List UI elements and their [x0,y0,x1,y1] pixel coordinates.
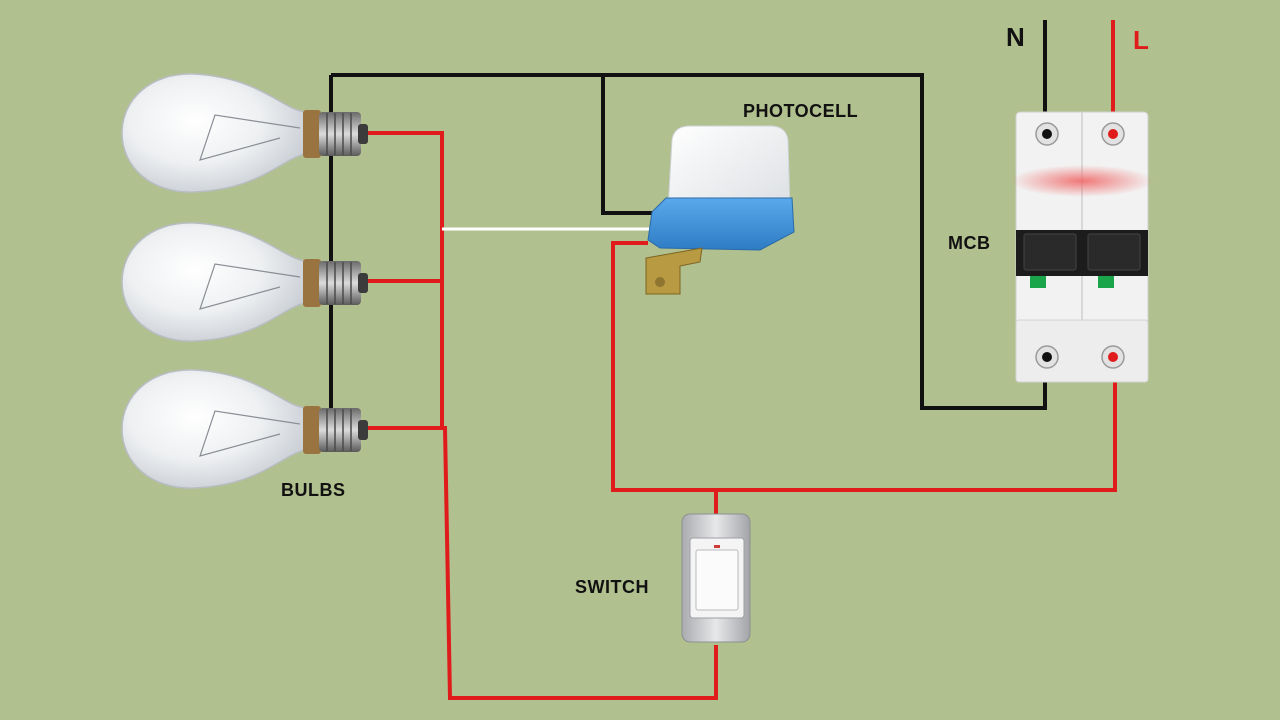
mcb-toggle-left [1023,233,1077,271]
bulb-filament [199,114,301,161]
photocell-sensor [645,125,795,295]
switch-indicator [714,545,720,548]
bulb-thread-lines [326,262,352,304]
bulb-2 [121,222,368,342]
photocell-neutral-wire [601,75,655,215]
bulb-tip [358,124,368,144]
neutral-out-dot [1042,352,1052,362]
photocell-label: PHOTOCELL [743,101,859,121]
wall-switch [681,513,751,643]
bulb-collar [303,110,321,158]
mcb-lower-panel [1015,319,1149,383]
photocell-bracket [645,247,703,295]
bulb-filament [199,263,301,310]
switch-label: SWITCH [575,577,649,597]
mcb-red-band [1010,165,1154,197]
photocell-cap [667,125,791,211]
mcb-label: MCB [948,233,991,253]
bulb-thread [319,261,361,305]
bulb-tip [358,420,368,440]
bulb-1 [121,73,368,193]
bulb-glass [121,369,306,489]
neutral-bus-wire [331,73,1047,410]
photocell-base [647,197,795,251]
mcb-indicator-left [1030,276,1046,288]
live-label: L [1133,25,1150,55]
mcb-indicator-right [1098,276,1114,288]
neutral-label: N [1006,22,1026,52]
bulb-live-bus-wire [365,131,718,700]
bulb-3 [121,369,368,489]
bulb-thread [319,112,361,156]
bulb-thread-lines [326,409,352,451]
live-in-dot [1108,129,1118,139]
bulb-thread [319,408,361,452]
bulb-collar [303,406,321,454]
mcb-breaker [1010,111,1154,383]
photocell-live-wire [611,241,1117,492]
bulb-filament [199,410,301,457]
bulb-collar [303,259,321,307]
bulbs-label: BULBS [281,480,346,500]
bulb-glass [121,73,306,193]
live-out-dot [1108,352,1118,362]
switch-rocker [695,549,739,611]
photocell-bracket-hole [655,277,665,287]
mcb-toggle-right [1087,233,1141,271]
bulb-glass [121,222,306,342]
bulb-tip [358,273,368,293]
bulb-thread-lines [326,113,352,155]
neutral-in-dot [1042,129,1052,139]
